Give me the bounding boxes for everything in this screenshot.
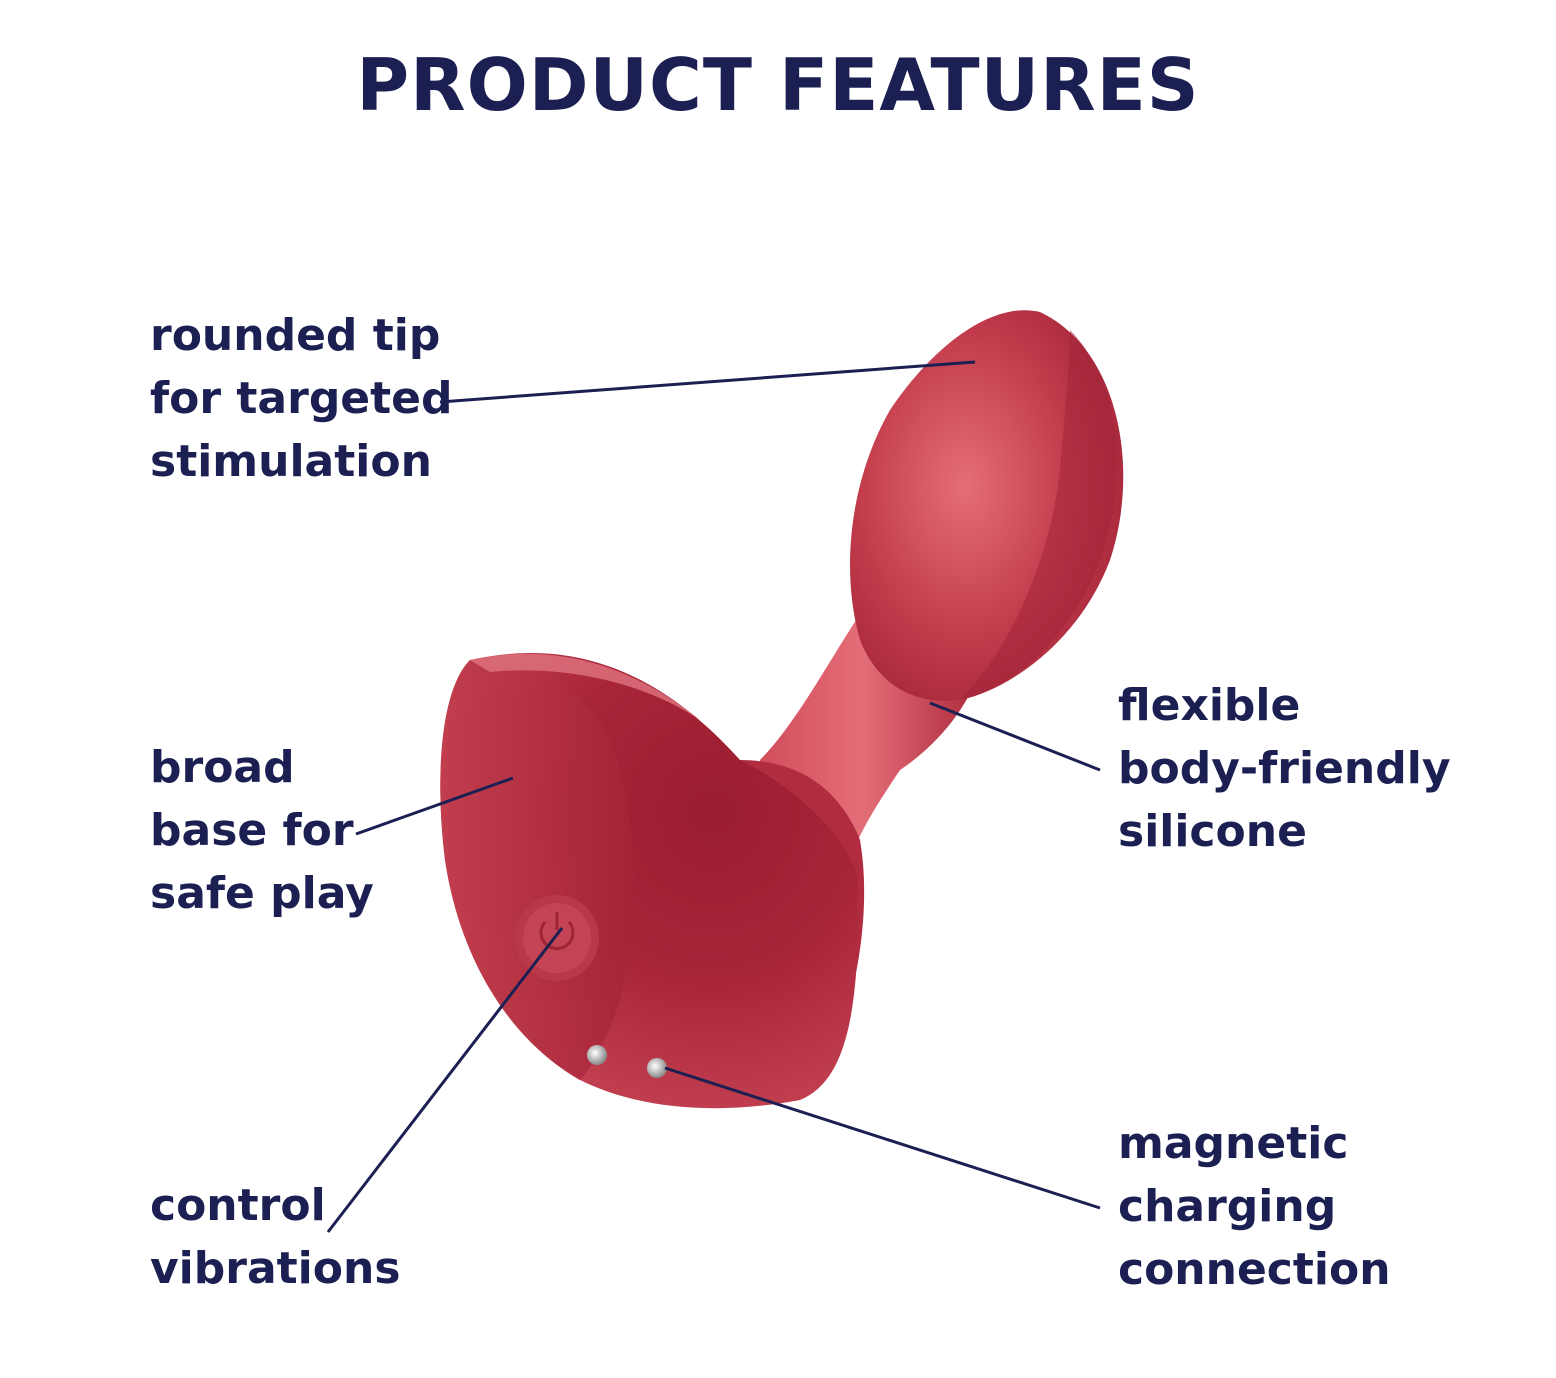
leader-line-control [326, 927, 564, 1233]
feature-label-rounded-tip: rounded tip for targeted stimulation [150, 310, 453, 487]
feature-label-flexible-silicone: flexible body-friendly silicone [1118, 680, 1451, 857]
leader-line-tip [439, 360, 976, 404]
feature-label-magnetic-charging: magnetic charging connection [1118, 1118, 1391, 1295]
charging-contact-left [587, 1045, 607, 1065]
charging-contact-right [647, 1058, 667, 1078]
page-title: PRODUCT FEATURES [356, 43, 1200, 127]
leader-line-charging [664, 1066, 1101, 1210]
leader-line-silicone [929, 701, 1101, 772]
leader-line-base [355, 776, 514, 836]
feature-label-control-vibrations: control vibrations [150, 1180, 401, 1294]
feature-label-broad-base: broad base for safe play [150, 742, 374, 919]
